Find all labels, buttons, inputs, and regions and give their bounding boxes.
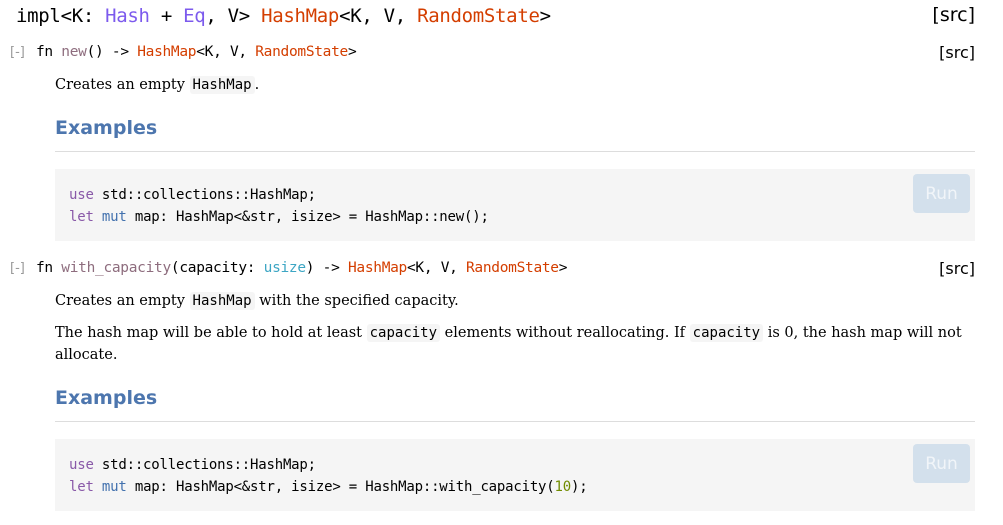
- run-button[interactable]: Run: [913, 174, 970, 213]
- impl-keyword: impl: [16, 5, 61, 27]
- return-randomstate-link[interactable]: RandomState: [466, 260, 559, 276]
- method-with-capacity-name[interactable]: with_capacity: [61, 260, 171, 276]
- code-text: use std::collections::HashMap; let mut m…: [69, 187, 489, 225]
- examples-heading-new: Examples: [55, 117, 975, 152]
- usize-link[interactable]: usize: [263, 260, 306, 276]
- examples-heading-with-capacity: Examples: [55, 387, 975, 422]
- return-hashmap-link[interactable]: HashMap: [137, 44, 197, 60]
- code-text: use std::collections::HashMap; let mut m…: [69, 457, 588, 495]
- trait-hash-link[interactable]: Hash: [105, 5, 150, 27]
- return-hashmap-link[interactable]: HashMap: [347, 260, 407, 276]
- collapse-toggle-new[interactable]: [-]: [10, 45, 25, 60]
- struct-hashmap-link[interactable]: HashMap: [261, 5, 340, 27]
- collapse-toggle-with-capacity[interactable]: [-]: [10, 261, 25, 276]
- method-with-capacity-description: Creates an empty HashMap with the specif…: [55, 292, 459, 310]
- impl-src-link[interactable]: [src]: [932, 4, 975, 26]
- impl-header: impl<K: Hash + Eq, V> HashMap<K, V, Rand…: [16, 2, 975, 30]
- method-new-description: Creates an empty HashMap.: [55, 76, 260, 94]
- method-new-signature: fn new() -> HashMap<K, V, RandomState>: [36, 44, 357, 60]
- run-button[interactable]: Run: [913, 444, 970, 483]
- struct-randomstate-link[interactable]: RandomState: [417, 5, 540, 27]
- inline-code-capacity: capacity: [689, 324, 764, 342]
- inline-code-capacity: capacity: [366, 324, 441, 342]
- impl-signature: impl<K: Hash + Eq, V> HashMap<K, V, Rand…: [16, 5, 551, 27]
- trait-eq-link[interactable]: Eq: [183, 5, 206, 27]
- method-new-src-link[interactable]: [src]: [939, 43, 975, 62]
- inline-code-hashmap: HashMap: [189, 76, 255, 94]
- method-with-capacity-header: [-] fn with_capacity(capacity: usize) ->…: [10, 258, 975, 280]
- method-new-header: [-] fn new() -> HashMap<K, V, RandomStat…: [10, 42, 975, 64]
- code-example-with-capacity: use std::collections::HashMap; let mut m…: [55, 439, 975, 511]
- code-example-new: use std::collections::HashMap; let mut m…: [55, 169, 975, 241]
- method-with-capacity-src-link[interactable]: [src]: [939, 259, 975, 278]
- return-randomstate-link[interactable]: RandomState: [255, 44, 348, 60]
- method-new-name[interactable]: new: [61, 44, 87, 60]
- method-with-capacity-signature: fn with_capacity(capacity: usize) -> Has…: [36, 260, 568, 276]
- inline-code-hashmap: HashMap: [189, 292, 255, 310]
- method-with-capacity-details: The hash map will be able to hold at lea…: [55, 324, 962, 363]
